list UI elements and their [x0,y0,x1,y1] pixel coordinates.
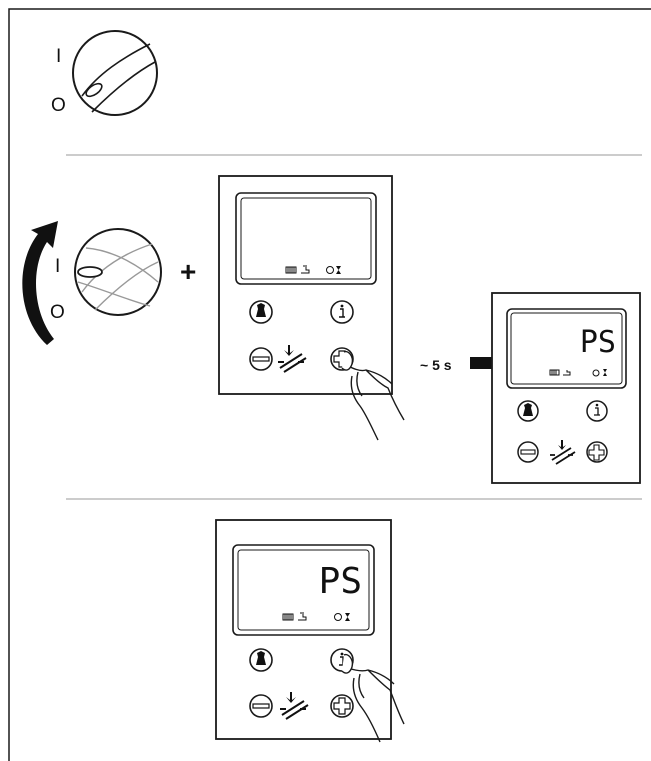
info-icon [339,304,345,318]
chimney-sweep-button[interactable] [249,300,273,324]
info-icon [594,403,600,416]
hourglass-icon [336,266,341,274]
minus-icon [252,703,270,709]
hourglass-icon [603,369,607,376]
chimney-sweep-icon [256,651,266,665]
display-code: PS [580,325,616,360]
clock-icon [592,369,600,377]
minus-icon [252,356,270,362]
plus-sign: + [180,256,196,287]
plus-icon [588,444,605,461]
radiator-icon [285,266,297,274]
info-button[interactable] [330,300,354,324]
flame-reset-icon [280,692,309,720]
step-1-switch: I O [51,30,158,116]
flame-reset-icon [278,345,307,373]
rotate-arrow-icon [22,221,58,345]
chimney-sweep-button[interactable] [249,648,273,672]
duration-label: ~ 5 s [420,357,452,373]
plus-button[interactable] [330,694,354,718]
hourglass-icon [345,613,350,621]
switch-off-label: O [51,95,66,116]
power-switch-icon [72,30,158,116]
tap-icon [298,612,307,621]
switch-off-label: O [50,302,65,323]
lcd-display: PS [232,544,375,636]
radiator-icon [549,369,560,376]
radiator-icon [282,613,294,621]
lcd-display [235,192,377,285]
tap-icon [301,265,310,274]
chimney-sweep-icon [256,303,266,317]
power-switch-icon [74,228,162,316]
minus-button[interactable] [249,347,273,371]
chimney-sweep-icon [523,403,533,416]
info-button[interactable] [586,400,608,422]
switch-on-label: I [55,256,60,277]
minus-button[interactable] [249,694,273,718]
hand-icon [341,653,405,743]
plus-icon [333,697,351,715]
plus-button[interactable] [586,441,608,463]
frame-border [8,8,651,761]
switch-on-label: I [56,46,61,67]
chimney-sweep-button[interactable] [517,400,539,422]
clock-icon [334,613,342,621]
control-panel [218,175,405,441]
lcd-display: PS [506,308,627,389]
flame-reset-icon [550,440,576,465]
display-code: PS [319,561,362,602]
minus-button[interactable] [517,441,539,463]
clock-icon [326,266,334,274]
hand-icon [341,350,405,441]
control-panel: PS [215,519,405,743]
control-panel-result: PS [491,292,641,484]
step-2-switch: I O + [22,221,196,345]
tap-icon [563,370,571,376]
minus-icon [520,449,536,455]
